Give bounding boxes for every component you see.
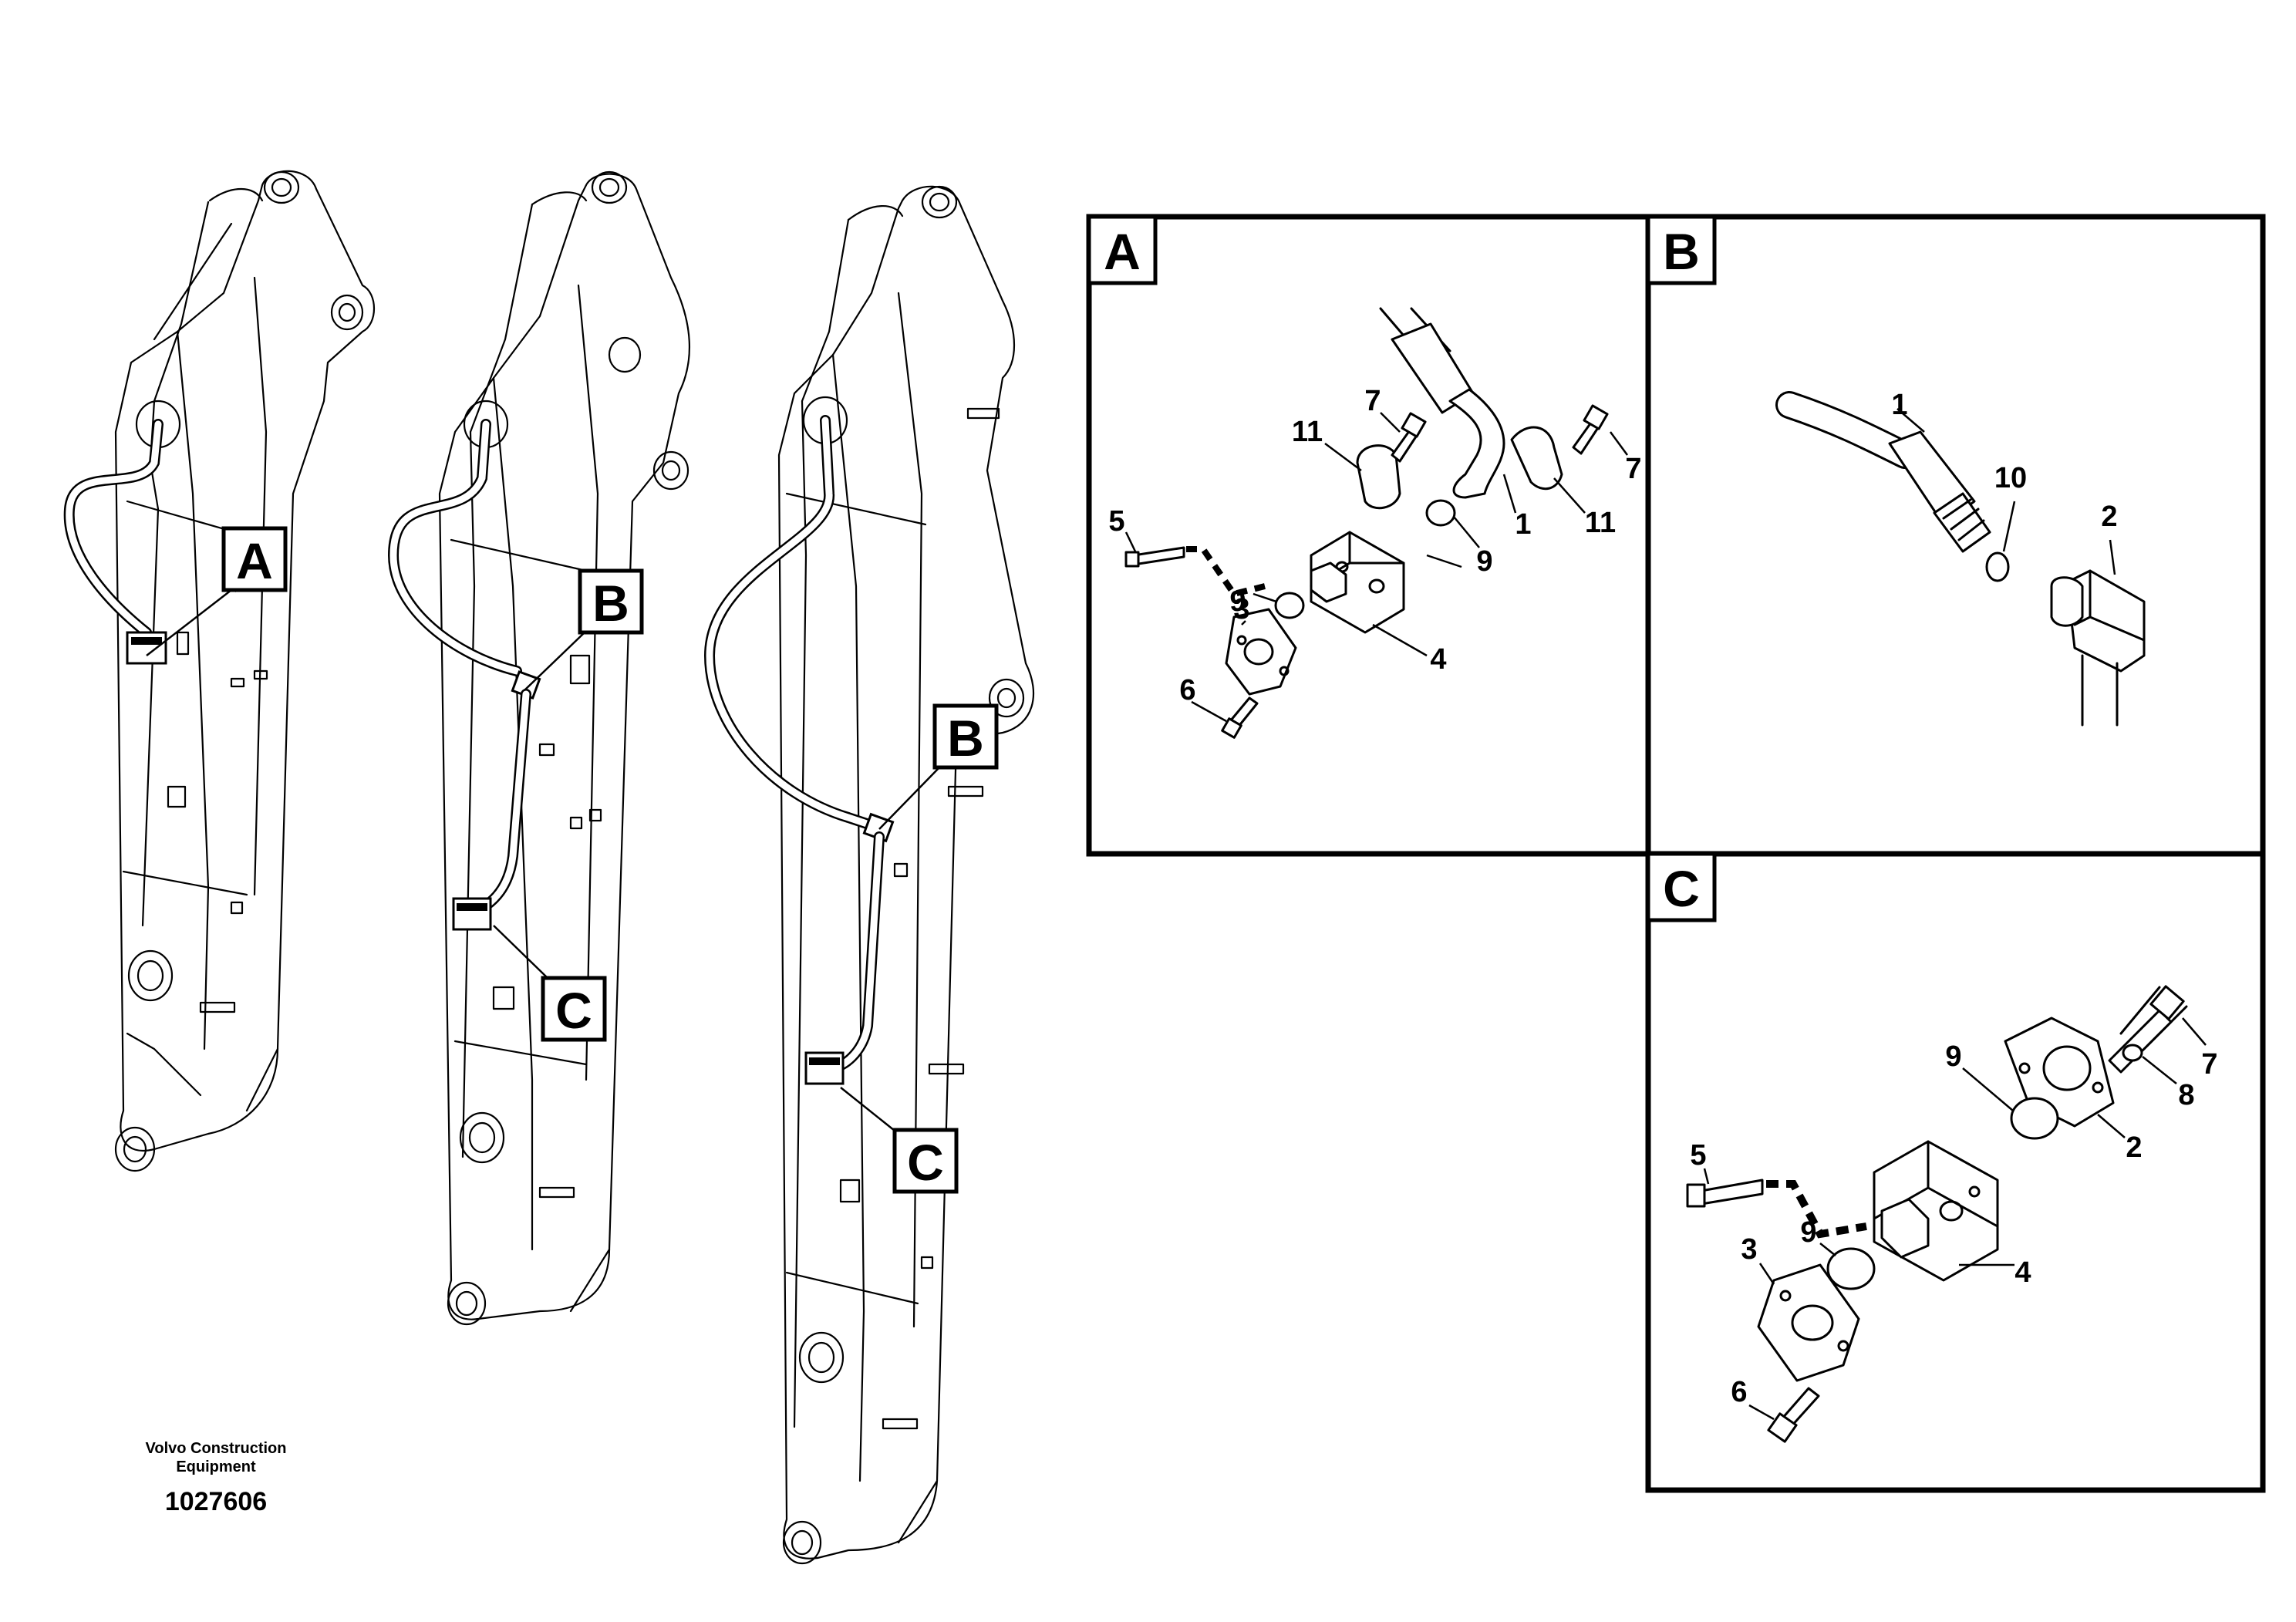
callout-B-boom2[interactable]: B [524, 568, 644, 691]
label-3: 3 [1233, 593, 1249, 626]
o-ring-9a [1425, 499, 1456, 527]
label-9a: 9 [1945, 1040, 1961, 1073]
label-4: 4 [1430, 643, 1446, 676]
label-4: 4 [2014, 1256, 2031, 1289]
drawing-number: 1027606 [165, 1487, 267, 1516]
boom-1 [63, 170, 376, 1172]
label-7: 7 [2201, 1048, 2217, 1081]
label-7a: 7 [1364, 385, 1381, 417]
svg-text:B: B [1663, 223, 1700, 280]
clamp-half-left [1356, 444, 1401, 510]
label-7b: 7 [1625, 453, 1641, 485]
detail-A-parts: 1 3 4 5 6 7 7 9 9 11 11 [1108, 307, 1642, 739]
callout-B-boom3[interactable]: B [878, 703, 999, 830]
callout-label: C [555, 982, 592, 1039]
label-10: 10 [1994, 462, 2027, 494]
label-8: 8 [2178, 1079, 2194, 1111]
label-5: 5 [1690, 1139, 1706, 1172]
label-9b: 9 [1800, 1216, 1816, 1249]
label-9b: 9 [1229, 585, 1246, 618]
label-6: 6 [1179, 674, 1195, 706]
callout-label: C [907, 1134, 944, 1191]
svg-text:C: C [1663, 860, 1700, 917]
o-ring-9a [2010, 1097, 2059, 1140]
flange-3 [1757, 1263, 1860, 1382]
callout-label: A [236, 532, 273, 589]
label-11a: 11 [1292, 416, 1323, 448]
footer: Volvo Construction Equipment 1027606 [146, 1440, 287, 1516]
label-2: 2 [2101, 501, 2117, 533]
boom-2 [387, 170, 691, 1326]
washer-8 [2122, 1044, 2143, 1062]
company-line-2: Equipment [176, 1458, 256, 1475]
company-line-1: Volvo Construction [146, 1440, 287, 1457]
label-1: 1 [1515, 508, 1531, 541]
detail-B-title: B [1646, 214, 1717, 285]
detail-B-parts: 1 10 2 [1775, 389, 2146, 727]
label-2: 2 [2126, 1131, 2142, 1164]
label-5: 5 [1108, 505, 1124, 538]
detail-A-title: A [1087, 214, 1158, 285]
detail-panel-A [1086, 214, 1651, 857]
callout-label: B [947, 710, 984, 767]
o-ring-9b [1826, 1247, 1876, 1290]
clamp-half-right [1510, 426, 1563, 491]
flange-3 [1225, 608, 1297, 696]
nut [1933, 492, 1991, 553]
detail-C-parts: 9 7 8 2 5 9 3 4 6 [1686, 985, 2218, 1443]
callout-label: B [592, 575, 629, 632]
o-ring-10 [1985, 551, 2010, 582]
svg-text:A: A [1104, 223, 1141, 280]
callout-A-boom1[interactable]: A [146, 526, 288, 656]
label-6: 6 [1731, 1376, 1747, 1408]
o-ring-9b [1274, 592, 1305, 619]
label-1: 1 [1891, 389, 1907, 421]
label-11b: 11 [1585, 507, 1616, 539]
detail-C-title: C [1646, 851, 1717, 922]
callout-C-boom3[interactable]: C [840, 1087, 959, 1194]
label-9a: 9 [1476, 545, 1492, 578]
label-3: 3 [1741, 1233, 1757, 1266]
boom-3 [703, 185, 1035, 1565]
callout-C-boom2[interactable]: C [493, 925, 607, 1042]
